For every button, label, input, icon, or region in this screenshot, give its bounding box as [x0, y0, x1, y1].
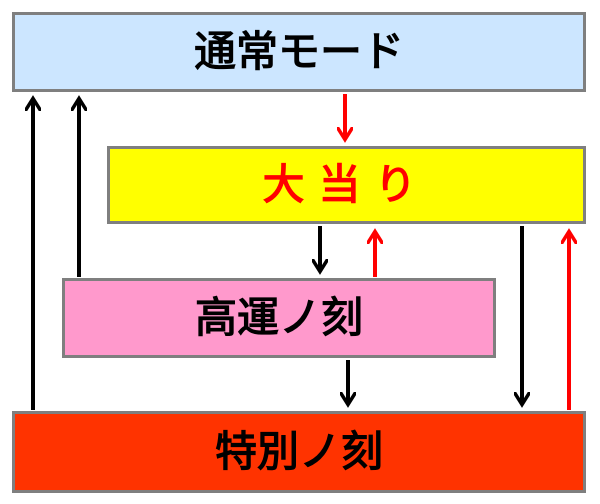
special-moment-box: 特別ノ刻 — [12, 411, 586, 493]
jackpot-box: 大当り — [107, 146, 586, 224]
jackpot-label: 大当り — [262, 160, 431, 209]
lucky-moment-label: 高運ノ刻 — [194, 293, 363, 342]
normal-mode-label: 通常モード — [193, 27, 404, 76]
lucky-moment-box: 高運ノ刻 — [62, 278, 496, 358]
normal-mode-box: 通常モード — [12, 12, 586, 92]
special-moment-label: 特別ノ刻 — [214, 427, 383, 476]
